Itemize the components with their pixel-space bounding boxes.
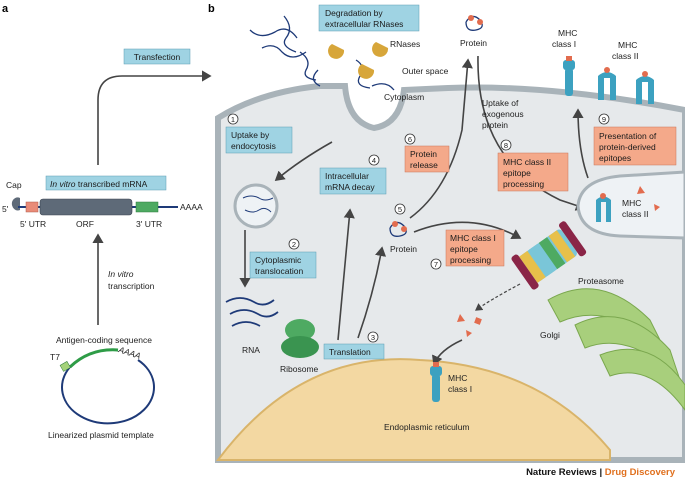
plasmid-polya-label: AAAA — [116, 344, 142, 361]
step2-line1: Cytoplasmic — [255, 255, 302, 265]
step7-line1: MHC class I — [450, 233, 496, 243]
transfection-arrow — [98, 76, 210, 165]
five-prime-label: 5' — [2, 204, 9, 214]
antigen-seq-segment — [70, 350, 118, 367]
journal-name: Nature Reviews — [526, 467, 597, 478]
degradation-line2: extracellular RNases — [325, 19, 403, 29]
er-mhc-line1: MHC — [448, 373, 467, 383]
endosome-mhc-line2: class II — [622, 209, 648, 219]
step9-line3: epitopes — [599, 153, 631, 163]
mhc1-top-line2: class I — [552, 39, 576, 49]
proteasome-label: Proteasome — [578, 276, 624, 286]
step8-line1: MHC class II — [503, 157, 551, 167]
transcription-label-italic: In vitro — [108, 269, 134, 279]
protein-top-label: Protein — [460, 38, 487, 48]
step4-num: 4 — [372, 156, 376, 165]
er-mhc-line2: class I — [448, 384, 472, 394]
step4-line2: mRNA decay — [325, 182, 375, 192]
rnase-icons — [328, 42, 388, 79]
journal-section: Drug Discovery — [605, 467, 675, 478]
step9-line1: Presentation of — [599, 131, 657, 141]
step3-num: 3 — [371, 333, 375, 342]
endosome-vesicle — [235, 185, 277, 227]
utr5-label: 5' UTR — [20, 219, 46, 229]
footer-separator: | — [597, 467, 605, 478]
mhc2-top-line1: MHC — [618, 40, 637, 50]
utr5-block — [26, 202, 38, 212]
uptake-exo-line3: protein — [482, 120, 508, 130]
uptake-exo-line2: exogenous — [482, 109, 524, 119]
mhc2-top-line2: class II — [612, 51, 638, 61]
outer-space-label: Outer space — [402, 66, 449, 76]
panel-a-letter: a — [2, 3, 9, 15]
step2-line2: translocation — [255, 266, 303, 276]
cap-icon — [12, 197, 20, 210]
step6-line1: Protein — [410, 149, 437, 159]
step3-label: Translation — [329, 347, 371, 357]
step9-num: 9 — [602, 115, 606, 124]
step2-num: 2 — [292, 240, 296, 249]
antigen-seq-label: Antigen-coding sequence — [56, 335, 152, 345]
cap-label: Cap — [6, 180, 22, 190]
plasmid-label: Linearized plasmid template — [48, 430, 154, 440]
rna-label: RNA — [242, 345, 260, 355]
degradation-line1: Degradation by — [325, 8, 383, 18]
step1-num: 1 — [231, 115, 235, 124]
transcription-label: transcription — [108, 281, 155, 291]
step8-line2: epitope — [503, 168, 531, 178]
plasmid-backbone — [62, 360, 154, 423]
protein-mid-label: Protein — [390, 244, 417, 254]
ribosome-label: Ribosome — [280, 364, 319, 374]
polya-label: AAAA — [180, 202, 203, 212]
step4-line1: Intracellular — [325, 171, 369, 181]
step8-line3: processing — [503, 179, 544, 189]
step9-line2: protein-derived — [599, 142, 656, 152]
transfection-label: Transfection — [134, 52, 181, 62]
uptake-exo-line1: Uptake of — [482, 98, 519, 108]
cytoplasm-label: Cytoplasm — [384, 92, 424, 102]
step1-line1: Uptake by — [231, 130, 270, 140]
step7-num: 7 — [434, 260, 438, 269]
mhc-class-ii-surface-2 — [636, 71, 654, 104]
t7-promoter-block — [60, 361, 70, 371]
step7-line3: processing — [450, 255, 491, 265]
utr3-label: 3' UTR — [136, 219, 162, 229]
mhc1-top-line1: MHC — [558, 28, 577, 38]
ivt-mrna-label: In vitro transcribed mRNA — [50, 179, 148, 189]
utr3-block — [136, 202, 158, 212]
endosome-mhc-line1: MHC — [622, 198, 641, 208]
step1-line2: endocytosis — [231, 141, 276, 151]
orf-block — [40, 199, 132, 215]
er-label: Endoplasmic reticulum — [384, 422, 470, 432]
protein-top-icon — [466, 15, 483, 30]
golgi-label: Golgi — [540, 330, 560, 340]
rnases-label: RNases — [390, 39, 420, 49]
panel-b-letter: b — [208, 3, 215, 15]
step7-line2: epitope — [450, 244, 478, 254]
step6-line2: release — [410, 160, 438, 170]
step8-num: 8 — [504, 141, 508, 150]
journal-footer: Nature Reviews | Drug Discovery — [526, 467, 675, 478]
t7-label: T7 — [50, 352, 60, 362]
step5-num: 5 — [398, 205, 402, 214]
orf-label: ORF — [76, 219, 94, 229]
step6-num: 6 — [408, 135, 412, 144]
